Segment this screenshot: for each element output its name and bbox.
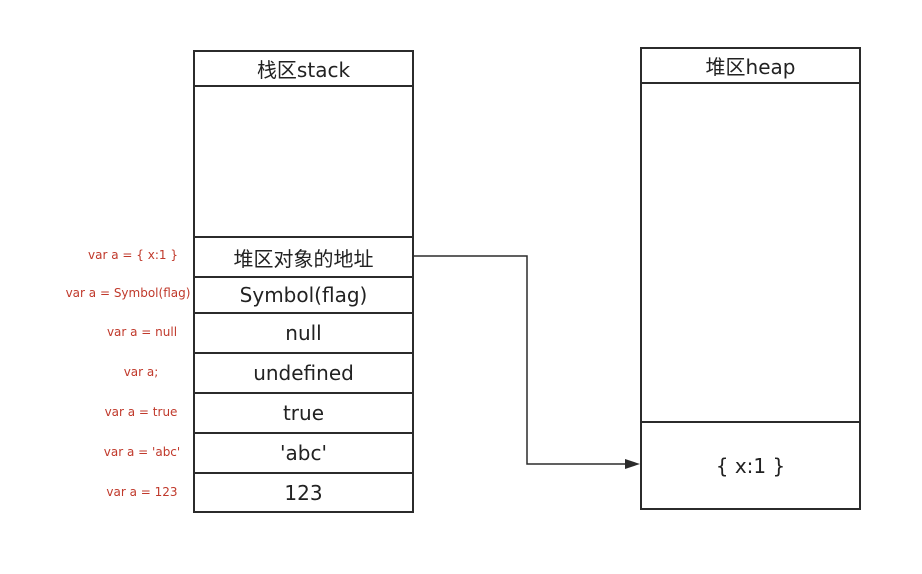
- stack-cell-undefined: undefined: [195, 354, 412, 394]
- stack-cell-object-address: 堆区对象的地址: [195, 238, 412, 278]
- stack-title: 栈区stack: [195, 52, 412, 87]
- stack-cell-null: null: [195, 314, 412, 354]
- arrowhead-icon: [625, 459, 640, 469]
- code-label-undefined: var a;: [123, 365, 159, 379]
- stack-cell-number: 123: [284, 480, 323, 505]
- code-label-symbol: var a = Symbol(flag): [65, 286, 191, 300]
- code-label-string: var a = 'abc': [103, 445, 181, 459]
- heap-box: 堆区heap { x:1 }: [640, 47, 861, 510]
- stack-cell-true: true: [195, 394, 412, 434]
- code-label-number: var a = 123: [106, 485, 178, 499]
- code-label-null: var a = null: [106, 325, 178, 339]
- stack-cell-symbol: Symbol(flag): [195, 278, 412, 314]
- reference-line: [414, 255, 626, 465]
- stack-cell-string: 'abc': [195, 434, 412, 474]
- code-label-object: var a = { x:1 }: [88, 248, 178, 262]
- heap-object: { x:1 }: [715, 453, 786, 478]
- heap-empty-area: [642, 84, 859, 423]
- stack-empty-area: [195, 87, 412, 238]
- stack-box: 栈区stack 堆区对象的地址 Symbol(flag) null undefi…: [193, 50, 414, 513]
- code-label-true: var a = true: [104, 405, 178, 419]
- heap-title: 堆区heap: [642, 49, 859, 84]
